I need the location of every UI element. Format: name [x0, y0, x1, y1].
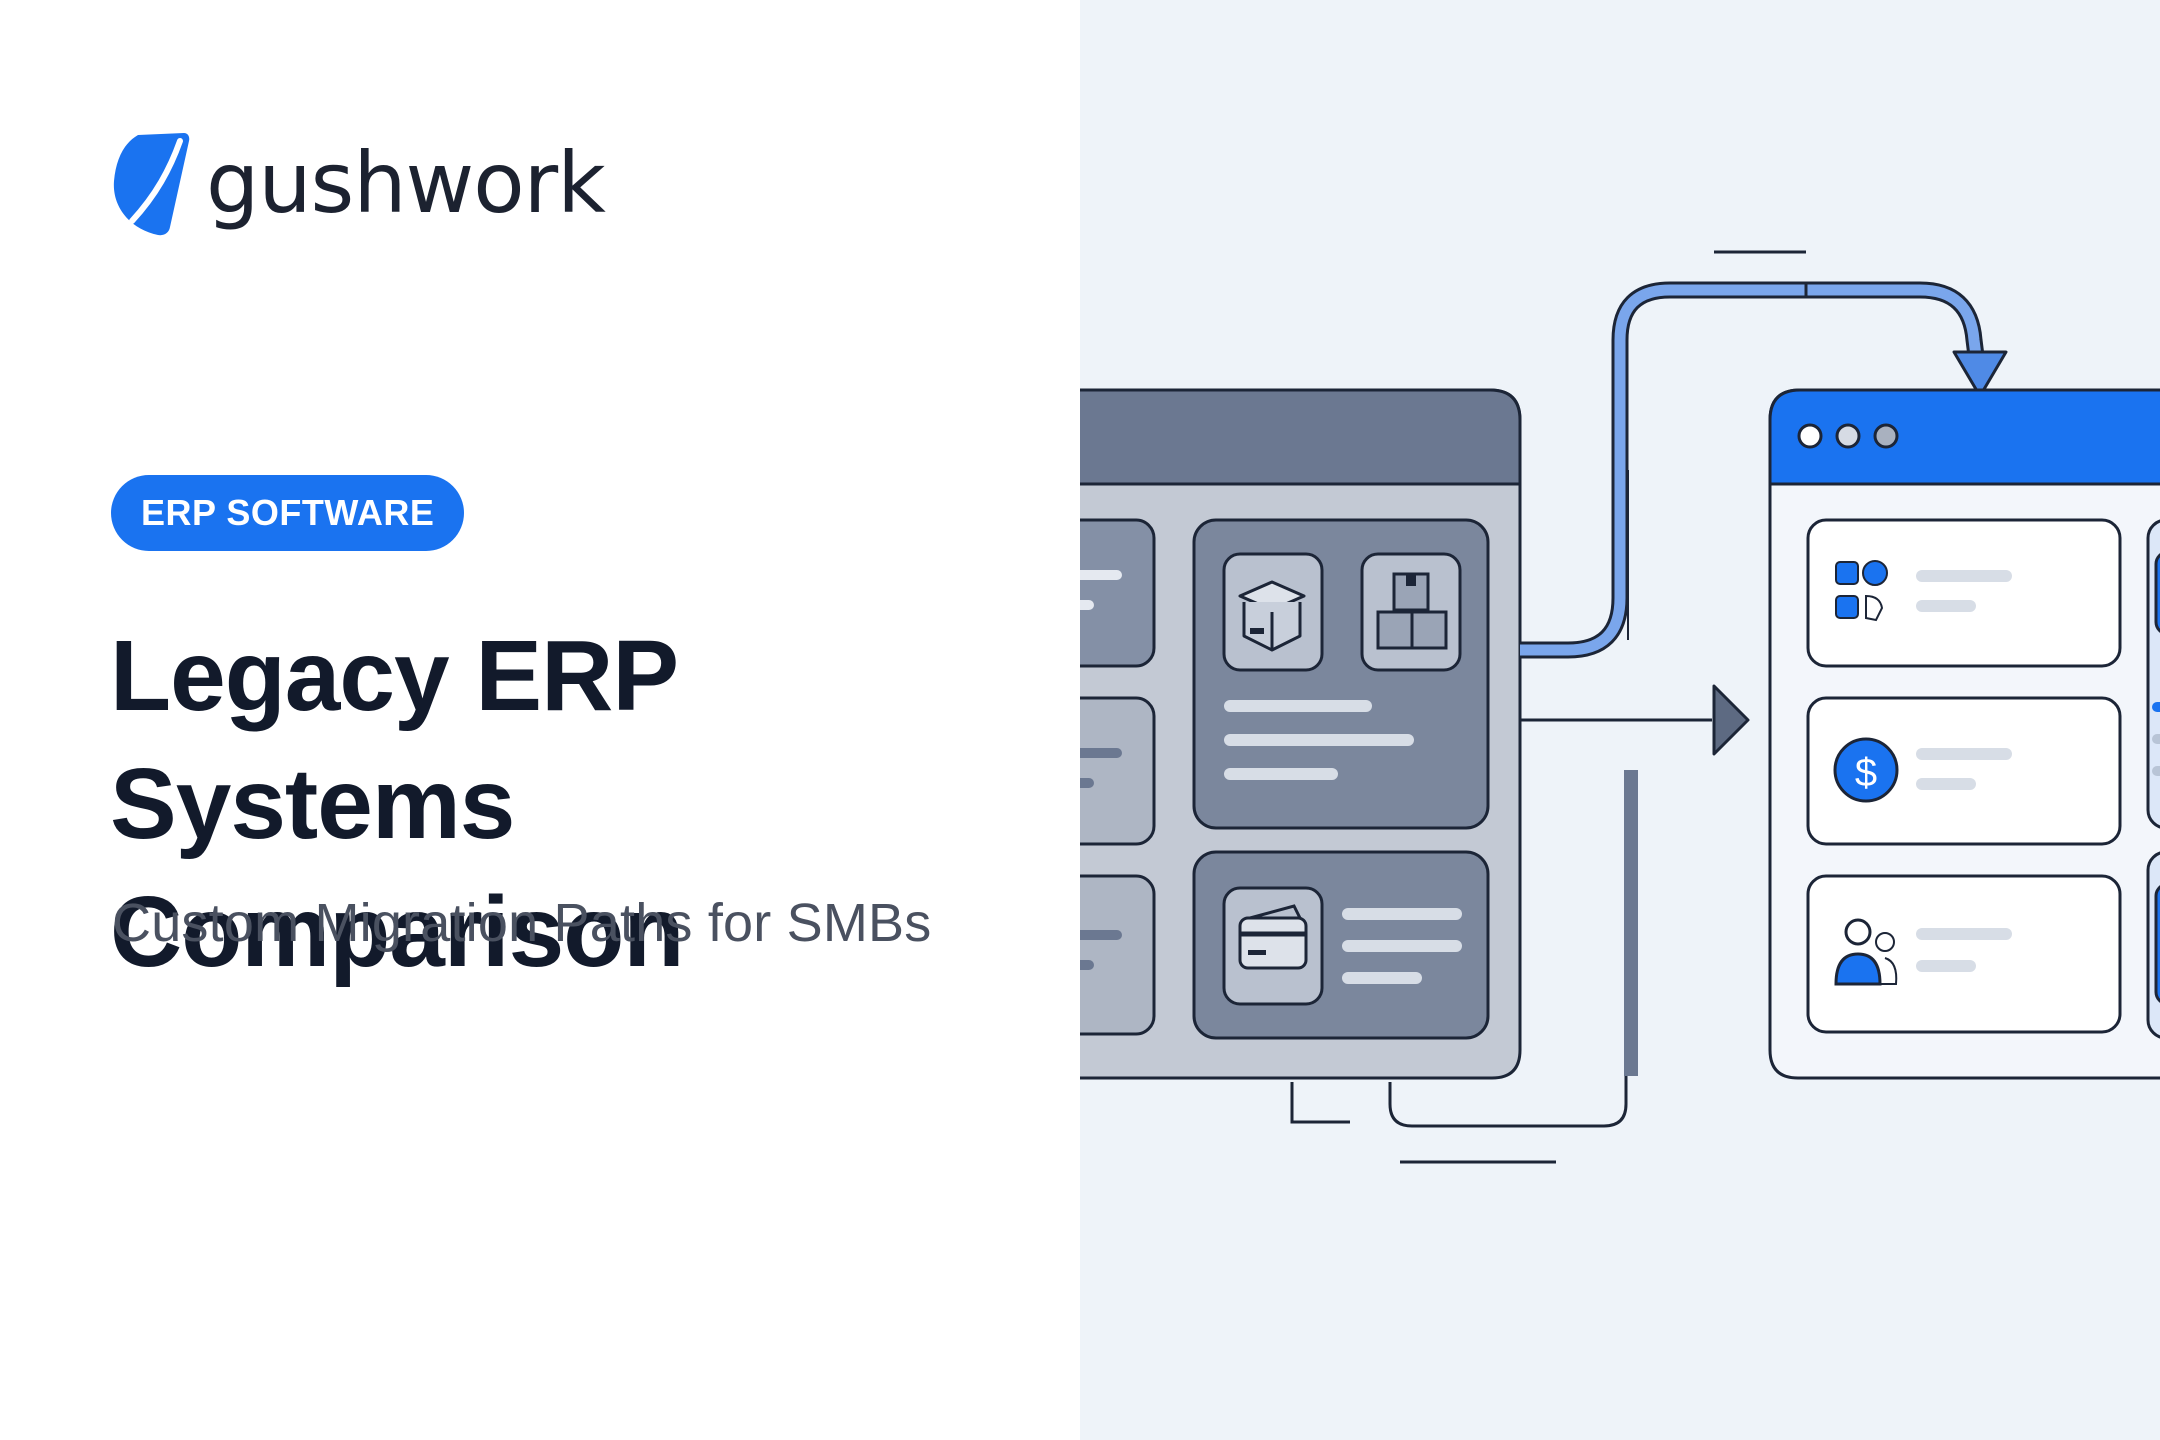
legacy-card-left	[1080, 696, 1156, 846]
modern-card: $	[1806, 696, 2122, 846]
stacked-boxes-icon	[1360, 552, 1462, 672]
modern-window: $	[1768, 388, 2160, 1080]
brand-name: gushwork	[206, 134, 606, 232]
dollar-icon: $	[1833, 737, 1899, 803]
brand-logo[interactable]: gushwork	[110, 128, 606, 238]
legacy-card-left	[1080, 518, 1156, 668]
migration-arrowhead	[1712, 684, 1750, 756]
modern-card-partial	[2146, 519, 2160, 829]
page-title: Legacy ERP Systems Comparison	[110, 612, 1070, 996]
migration-illustration: $	[1080, 0, 2160, 1440]
window-dot	[1873, 423, 1899, 449]
users-icon	[1834, 918, 1898, 986]
svg-text:$: $	[1855, 751, 1877, 795]
page-title-line-2: Comparison	[110, 876, 684, 988]
page-title-line-1: Legacy ERP Systems	[110, 620, 677, 860]
legacy-payments-card	[1192, 850, 1490, 1040]
gushwork-logo-icon	[113, 133, 190, 236]
page-subtitle: Custom Migration Paths for SMBs	[112, 893, 932, 953]
apps-grid-icon	[1835, 560, 1888, 622]
modern-card	[1806, 874, 2122, 1034]
hero-left-panel: gushwork ERP SOFTWARE Legacy ERP Systems…	[110, 128, 1070, 996]
connector-line	[1388, 770, 1628, 1128]
migration-diagram: $	[1080, 250, 2160, 1164]
open-box-icon	[1222, 552, 1324, 672]
modern-card	[1806, 518, 2122, 668]
legacy-inventory-card	[1192, 518, 1490, 830]
migration-arrowhead	[1952, 350, 2008, 398]
window-dot	[1797, 423, 1823, 449]
window-controls	[1797, 423, 1899, 449]
legacy-card-left	[1080, 874, 1156, 1036]
connector-bar	[1624, 770, 1638, 1076]
modern-card-partial	[2146, 851, 2160, 1039]
window-dot	[1835, 423, 1861, 449]
credit-card-icon	[1222, 886, 1324, 1006]
category-badge[interactable]: ERP SOFTWARE	[111, 475, 465, 551]
legacy-window	[1080, 388, 1522, 1080]
decor-line	[1290, 1082, 1350, 1124]
